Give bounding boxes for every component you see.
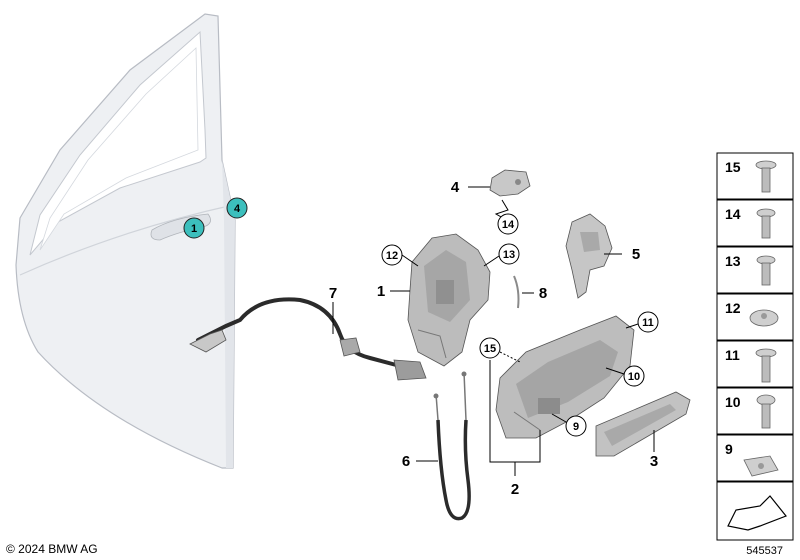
legend-item-12[interactable]: 12 [716, 293, 794, 341]
legend-item-14[interactable]: 14 [716, 199, 794, 247]
legend-item-9[interactable]: 9 [716, 434, 794, 482]
legend-item-10[interactable]: 10 [716, 387, 794, 435]
svg-text:9: 9 [573, 421, 579, 433]
callout-13[interactable]: 13 [483, 243, 520, 267]
svg-text:14: 14 [725, 206, 741, 222]
svg-text:14: 14 [502, 219, 515, 231]
svg-text:1: 1 [191, 223, 197, 235]
svg-text:11: 11 [725, 347, 740, 363]
svg-text:15: 15 [725, 159, 741, 175]
svg-text:12: 12 [386, 250, 398, 262]
callout-8[interactable]: 8 [539, 285, 547, 302]
svg-text:11: 11 [642, 317, 654, 329]
legend-item-11[interactable]: 11 [716, 340, 794, 388]
callout-14[interactable]: 14 [497, 213, 519, 235]
part-2-handle-carrier [495, 315, 635, 439]
svg-text:13: 13 [503, 249, 515, 261]
svg-text:10: 10 [628, 371, 640, 383]
callout-15[interactable]: 15 [479, 337, 521, 363]
callout-5[interactable]: 5 [632, 246, 640, 263]
svg-text:10: 10 [725, 394, 741, 410]
callout-3[interactable]: 3 [650, 453, 658, 470]
svg-text:9: 9 [725, 441, 733, 457]
copyright: © 2024 BMW AG [6, 542, 98, 556]
callout-11[interactable]: 11 [625, 311, 659, 333]
svg-text:13: 13 [725, 253, 741, 269]
callout-7[interactable]: 7 [329, 285, 337, 302]
callout-10[interactable]: 10 [605, 365, 645, 387]
screw-10-icon [756, 394, 776, 406]
part-3-trim [595, 391, 691, 457]
callout-12[interactable]: 12 [381, 244, 419, 267]
part-8-rod [513, 275, 520, 309]
part-5-bracket [565, 213, 613, 299]
diagram-number: 545537 [746, 545, 783, 557]
door-illustration [15, 13, 236, 469]
legend-arrow-box [716, 481, 794, 541]
legend-item-15[interactable]: 15 [716, 152, 794, 200]
callout-1[interactable]: 1 [377, 283, 385, 300]
part-1-door-lock [407, 233, 491, 367]
callout-2[interactable]: 2 [511, 481, 519, 498]
door-callout-4[interactable]: 4 [226, 197, 248, 219]
legend-item-13[interactable]: 13 [716, 246, 794, 294]
callout-6[interactable]: 6 [402, 453, 410, 470]
svg-text:4: 4 [234, 203, 241, 215]
callout-9[interactable]: 9 [551, 413, 587, 437]
callout-4[interactable]: 4 [451, 179, 460, 196]
part-7-cable [189, 297, 427, 381]
svg-text:12: 12 [725, 300, 741, 316]
svg-text:15: 15 [484, 343, 496, 355]
part-6-cables [433, 371, 471, 521]
arrow-icon [727, 495, 787, 531]
fastener-legend: 15 14 13 12 11 [716, 152, 794, 541]
door-callout-1[interactable]: 1 [183, 217, 205, 239]
